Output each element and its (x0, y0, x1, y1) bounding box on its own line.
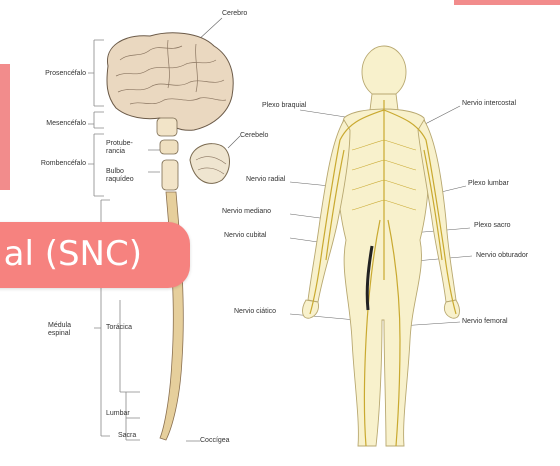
top-right-tab (454, 0, 560, 5)
label-nervio-mediano: Nervio mediano (222, 208, 271, 216)
label-prosencefalo: Prosencéfalo (20, 70, 86, 78)
snc-banner: al (SNC) (0, 222, 190, 288)
label-cerebro: Cerebro (222, 10, 247, 18)
label-toracica: Torácica (106, 324, 132, 332)
label-sacra: Sacra (118, 432, 136, 440)
label-plexo-braquial: Plexo braquial (262, 102, 306, 110)
label-mesencefalo: Mesencéfalo (20, 120, 86, 128)
label-nervio-intercostal: Nervio intercostal (462, 100, 516, 108)
snc-banner-text: al (SNC) (4, 234, 142, 274)
label-nervio-femoral: Nervio femoral (462, 318, 508, 326)
label-coccigea: Coccígea (200, 437, 230, 445)
label-plexo-lumbar: Plexo lumbar (468, 180, 509, 188)
label-bulbo: Bulbo raquídeo (106, 168, 134, 184)
brain-shape (107, 33, 233, 131)
label-protuberancia: Protube- rancia (106, 140, 133, 156)
label-medula-espinal: Médula espinal (48, 322, 71, 338)
label-nervio-ciatico: Nervio ciático (234, 308, 276, 316)
label-nervio-cubital: Nervio cubital (224, 232, 266, 240)
left-edge-tab (0, 64, 10, 190)
label-plexo-sacro: Plexo sacro (474, 222, 511, 230)
label-rombencefalo: Rombencéfalo (14, 160, 86, 168)
label-nervio-obturador: Nervio obturador (476, 252, 528, 260)
label-cerebelo: Cerebelo (240, 132, 268, 140)
label-lumbar: Lumbar (106, 410, 130, 418)
label-nervio-radial: Nervio radial (246, 176, 285, 184)
